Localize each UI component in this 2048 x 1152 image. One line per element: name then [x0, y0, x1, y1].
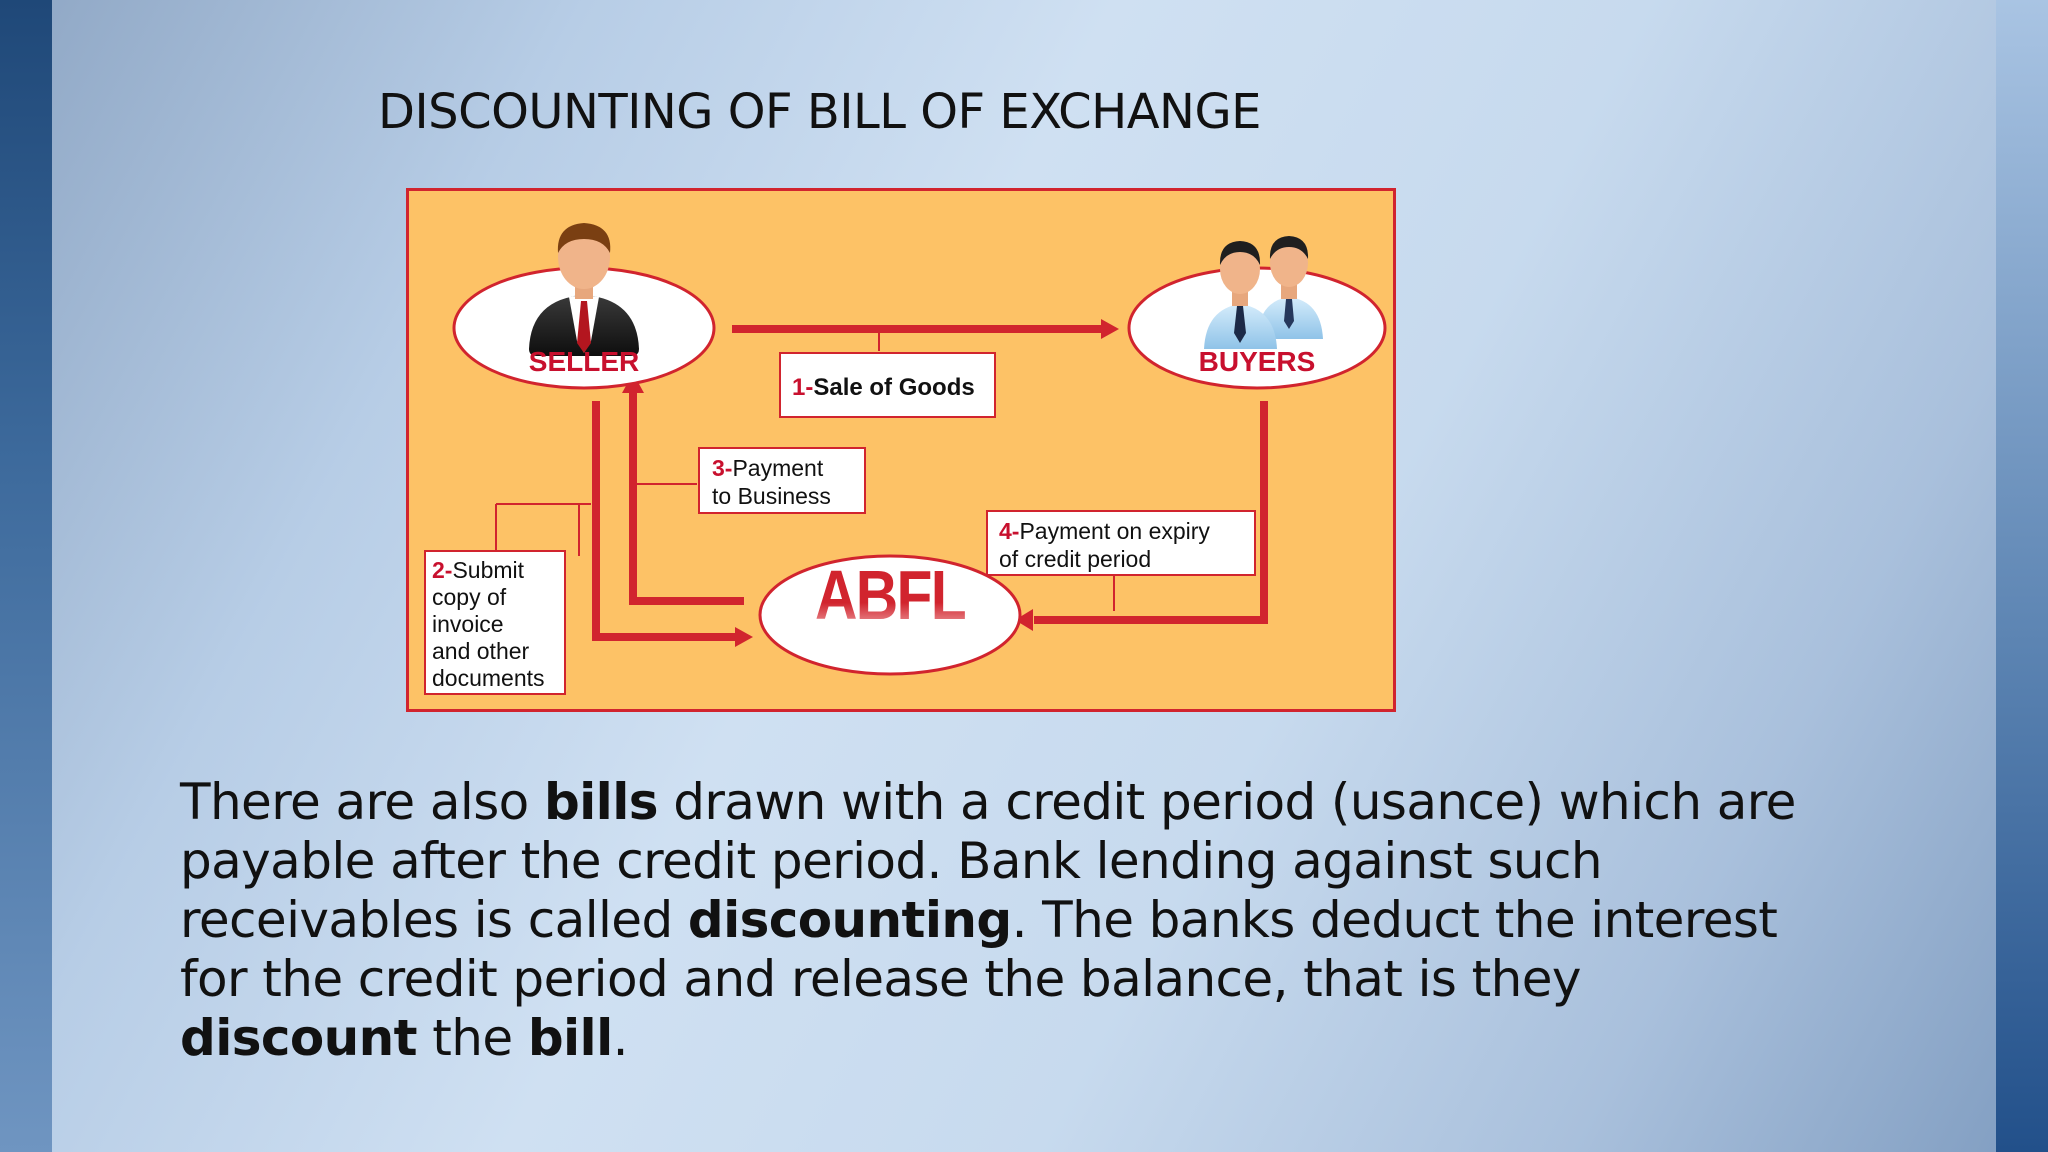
- body-segment: the: [416, 1009, 528, 1067]
- flow-arrows: [592, 325, 1268, 641]
- step-2-number: 2-: [432, 557, 452, 583]
- body-segment-bold: discounting: [687, 891, 1012, 949]
- step-4-box: 4-Payment on expiry of credit period: [986, 510, 1256, 576]
- step-4-number: 4-: [999, 518, 1019, 544]
- svg-text:4-Payment on expiry: 4-Payment on expiry: [999, 518, 1210, 544]
- step-2-line-4: and other: [432, 638, 530, 664]
- flow-diagram: SELLER BUYERS ABFL: [406, 188, 1396, 712]
- seller-label: SELLER: [529, 346, 639, 377]
- step-1-box: 1-Sale of Goods: [779, 352, 996, 418]
- step-2-line-5: documents: [432, 665, 545, 691]
- step-3-number: 3-: [712, 455, 732, 481]
- step-3-line-1: Payment: [732, 455, 823, 481]
- step-1-number: 1-: [792, 374, 813, 401]
- abfl-node: ABFL: [758, 554, 1022, 676]
- body-paragraph: There are also bills drawn with a credit…: [180, 773, 1820, 1068]
- body-segment: drawn with a credit period (usance) whic…: [180, 773, 1796, 949]
- right-edge-band: [1996, 0, 2048, 1152]
- body-segment-bold: bills: [543, 773, 659, 831]
- slide-title: DISCOUNTING OF BILL OF EXCHANGE: [378, 84, 1261, 140]
- arrow-heads: [622, 319, 1119, 647]
- svg-text:1-Sale of Goods: 1-Sale of Goods: [792, 374, 975, 401]
- svg-text:2-Submit: 2-Submit: [432, 557, 525, 583]
- body-segment: . The banks deduct the interest for the …: [180, 891, 1778, 1008]
- left-edge-band: [0, 0, 52, 1152]
- businessman-icon: [529, 223, 639, 356]
- step-2-box: 2-Submit copy of invoice and other docum…: [424, 550, 566, 695]
- abfl-logo-text: ABFL: [815, 556, 965, 634]
- buyers-node: BUYERS: [1127, 236, 1387, 390]
- body-segment: .: [612, 1009, 629, 1067]
- body-segment-bold: bill: [527, 1009, 613, 1067]
- step-1-text: Sale of Goods: [813, 374, 974, 401]
- buyers-label: BUYERS: [1199, 346, 1316, 377]
- body-segment-bold: discount: [180, 1009, 418, 1067]
- step-3-line-2: to Business: [712, 483, 831, 509]
- flow-diagram-canvas: SELLER BUYERS ABFL: [424, 223, 1387, 695]
- step-2-line-2: copy of: [432, 584, 507, 610]
- seller-node: SELLER: [452, 223, 716, 390]
- step-2-line-3: invoice: [432, 611, 504, 637]
- body-segment: There are also: [180, 773, 544, 831]
- step-3-box: 3-Payment to Business: [698, 447, 866, 514]
- step-2-line-1: Submit: [452, 557, 524, 583]
- step-4-line-2: of credit period: [999, 546, 1151, 572]
- step-4-line-1: Payment on expiry: [1019, 518, 1210, 544]
- connector-lines: [495, 329, 1115, 611]
- svg-text:3-Payment: 3-Payment: [712, 455, 824, 481]
- two-businessmen-icon: [1204, 236, 1323, 349]
